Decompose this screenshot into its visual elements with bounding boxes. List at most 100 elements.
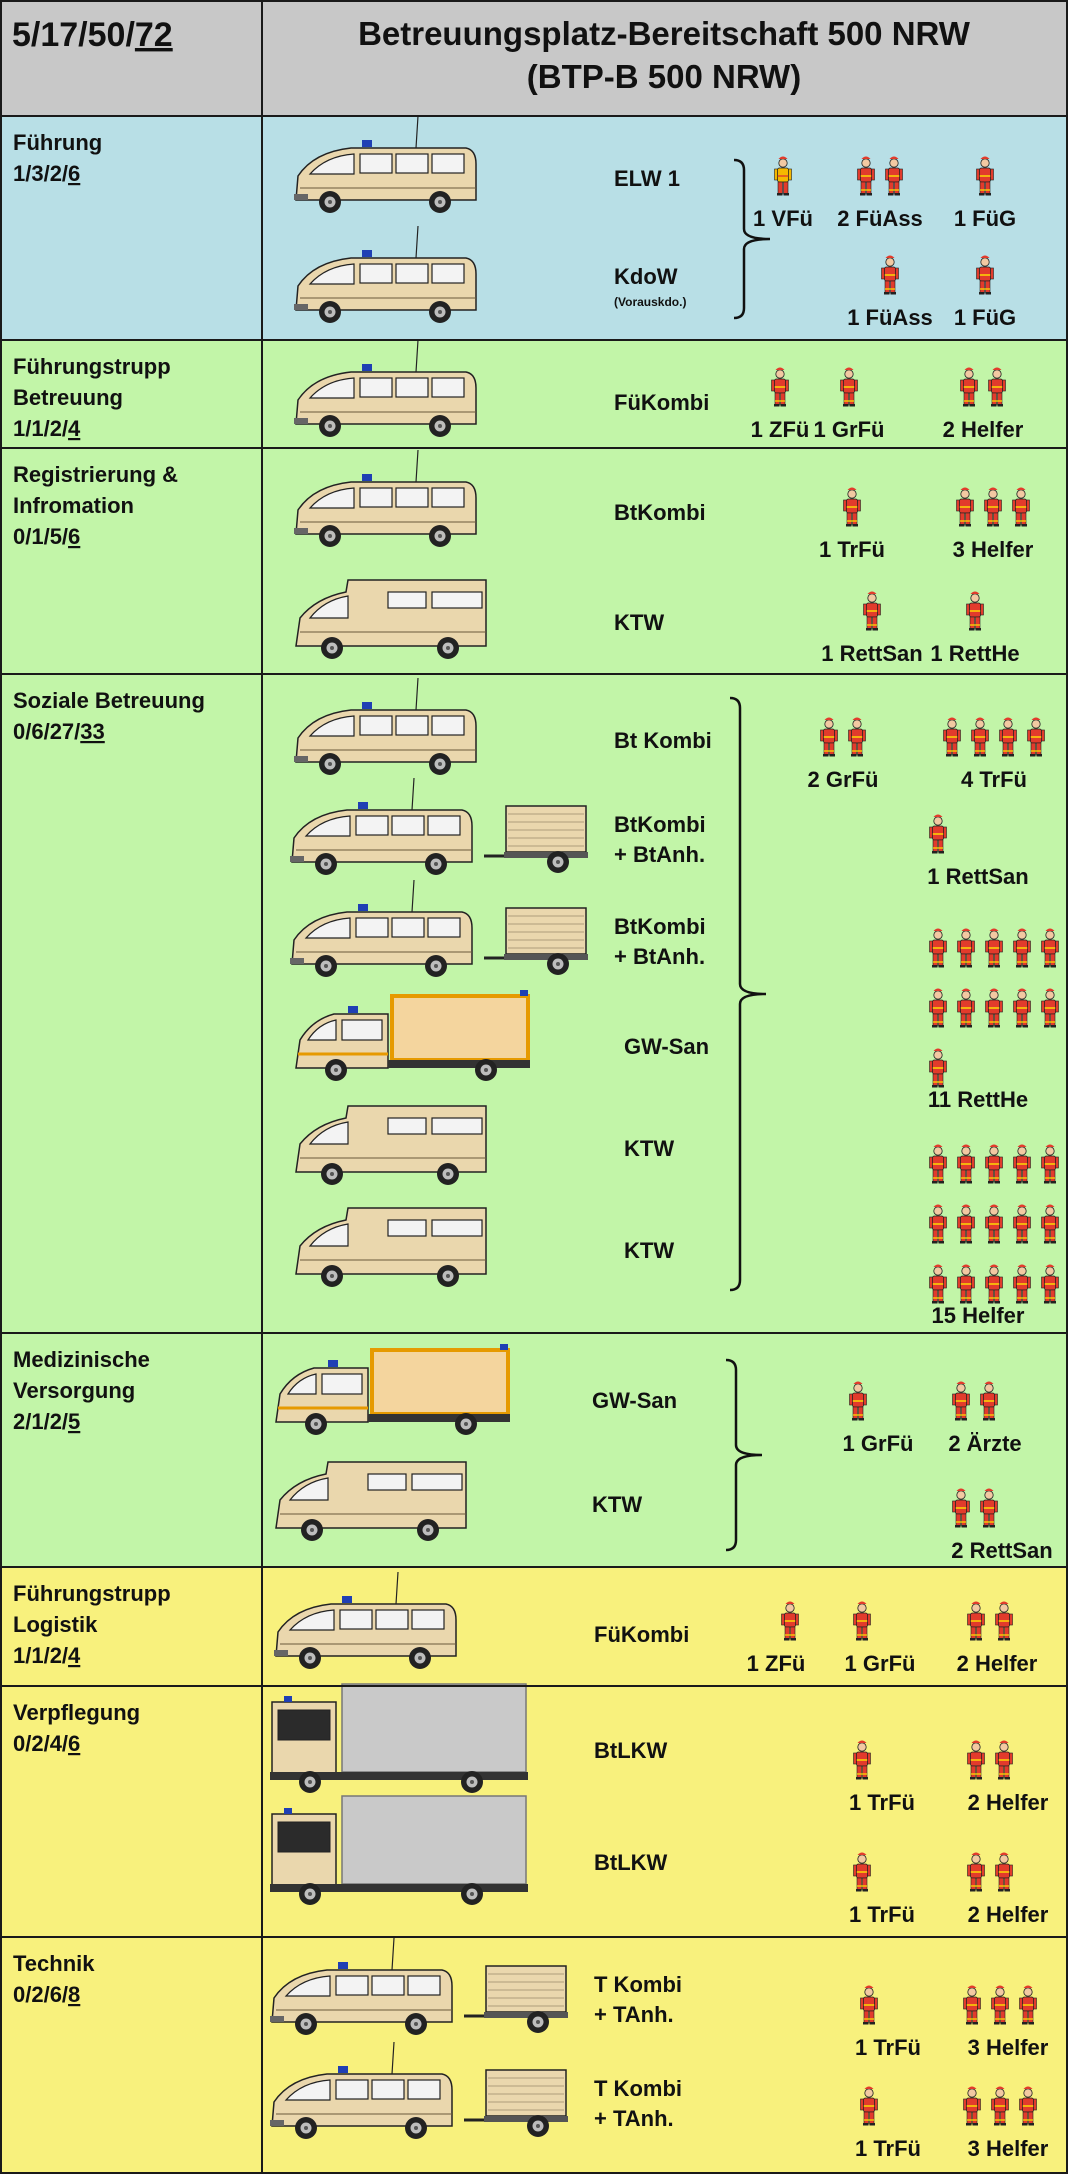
crew-label: 1 RettHe: [930, 641, 1019, 666]
wheel: [429, 415, 451, 437]
vehicle-label: BtKombi: [614, 500, 706, 525]
wheel: [315, 955, 337, 977]
wheel: [405, 2117, 427, 2139]
wheel: [321, 1163, 343, 1185]
bumper: [270, 2016, 284, 2022]
vehicle-window: [341, 1019, 383, 1041]
chassis: [270, 1772, 528, 1780]
crew-label: 2 Helfer: [943, 417, 1024, 442]
crew-label: 2 FüAss: [837, 206, 923, 231]
wheel: [321, 637, 343, 659]
vehicle-window: [431, 1117, 483, 1135]
truck-box: [341, 1795, 527, 1885]
trailer-chassis: [504, 852, 588, 858]
section-name: Verpflegung: [13, 1700, 140, 1725]
vehicle-window: [304, 917, 351, 939]
vehicle-label: + BtAnh.: [614, 842, 705, 867]
section-strength-total: 4: [68, 1643, 81, 1668]
vehicle-window: [288, 1477, 329, 1501]
vehicle-window: [431, 263, 465, 284]
vehicle-pickup: GW-San: [275, 1344, 677, 1435]
group-brace: [733, 158, 771, 320]
wheel: [319, 191, 341, 213]
trailer-body: [485, 2069, 567, 2117]
vehicle-label: KTW: [624, 1136, 674, 1161]
crew-label: 1 FüG: [954, 305, 1016, 330]
bumper: [290, 856, 304, 862]
vehicle-truck: BtLKW: [270, 1683, 668, 1793]
vehicle-label: GW-San: [592, 1388, 677, 1413]
bumper: [294, 194, 308, 200]
vehicle-window: [308, 1121, 349, 1145]
wheel: [295, 2013, 317, 2035]
crew-row: 2 RettSan: [951, 1487, 1053, 1563]
vehicle-label: T Kombi: [594, 1972, 682, 1997]
vehicle-van: Bt Kombi: [294, 677, 712, 775]
wheel: [299, 1883, 321, 1905]
crew-label: 1 GrFü: [814, 417, 885, 442]
cargo-box: [370, 1348, 510, 1416]
crew-label: 1 TrFü: [849, 1790, 915, 1815]
section-strength-total: 8: [68, 1982, 80, 2007]
crew-row: 11 RettHe: [928, 927, 1060, 1112]
vehicle-window: [411, 1473, 463, 1491]
vehicle-van: KdoW(Vorauskdo.): [294, 225, 686, 323]
blue-light: [338, 1962, 348, 1969]
crew-row: 1 TrFü 2 Helfer: [849, 1739, 1049, 1815]
crew-label: 1 TrFü: [855, 2035, 921, 2060]
section-strength: 2/1/2/5: [13, 1409, 80, 1434]
wheel: [319, 301, 341, 323]
truck-box: [341, 1683, 527, 1773]
vehicle-window: [335, 2079, 369, 2100]
wheel: [429, 525, 451, 547]
vehicle-sublabel: (Vorauskdo.): [614, 295, 686, 309]
vehicle-label: FüKombi: [594, 1622, 689, 1647]
blue-light: [284, 1808, 292, 1814]
vehicle-window: [306, 1019, 337, 1041]
wheel: [527, 2115, 549, 2137]
crew-label: 1 GrFü: [845, 1651, 916, 1676]
wheel: [305, 1413, 327, 1435]
vehicle-window: [387, 1219, 427, 1237]
antenna: [415, 449, 419, 483]
wheel: [319, 753, 341, 775]
vehicle-window: [391, 917, 425, 938]
vehicle-window: [375, 1609, 409, 1630]
crew-label: 1 ZFü: [747, 1651, 806, 1676]
crew-row: 1 RettSan: [927, 813, 1029, 889]
blue-light: [338, 2066, 348, 2073]
section-name: Infromation: [13, 493, 134, 518]
section-strength: 0/6/27/33: [13, 719, 105, 744]
vehicle-window: [431, 1219, 483, 1237]
vehicle-window: [308, 487, 355, 509]
wheel: [475, 1059, 497, 1081]
bumper: [290, 958, 304, 964]
vehicle-label: BtLKW: [594, 1850, 668, 1875]
vehicle-van: BtKombi: [294, 449, 706, 547]
vehicle-label: KTW: [624, 1238, 674, 1263]
crew-label: 1 TrFü: [849, 1902, 915, 1927]
crew-label: 3 Helfer: [968, 2035, 1049, 2060]
wheel: [527, 2011, 549, 2033]
crew-label: 1 RettSan: [821, 641, 922, 666]
crew-label: 1 ZFü: [751, 417, 810, 442]
section-name: Technik: [13, 1951, 95, 1976]
crew-label: 11 RettHe: [928, 1087, 1028, 1112]
section-background: [0, 116, 1068, 340]
wheel: [315, 853, 337, 875]
vehicle-window: [395, 487, 429, 508]
section-name: Führungstrupp: [13, 1581, 171, 1606]
vehicle-window: [431, 715, 465, 736]
crew-label: 2 Helfer: [968, 1790, 1049, 1815]
section-strength: 1/1/2/4: [13, 1643, 81, 1668]
vehicle-window: [387, 1117, 427, 1135]
group-brace: [725, 1358, 763, 1552]
vehicle-window: [308, 1223, 349, 1247]
vehicle-label: T Kombi: [594, 2076, 682, 2101]
blue-light: [500, 1344, 508, 1350]
blue-light: [362, 364, 372, 371]
